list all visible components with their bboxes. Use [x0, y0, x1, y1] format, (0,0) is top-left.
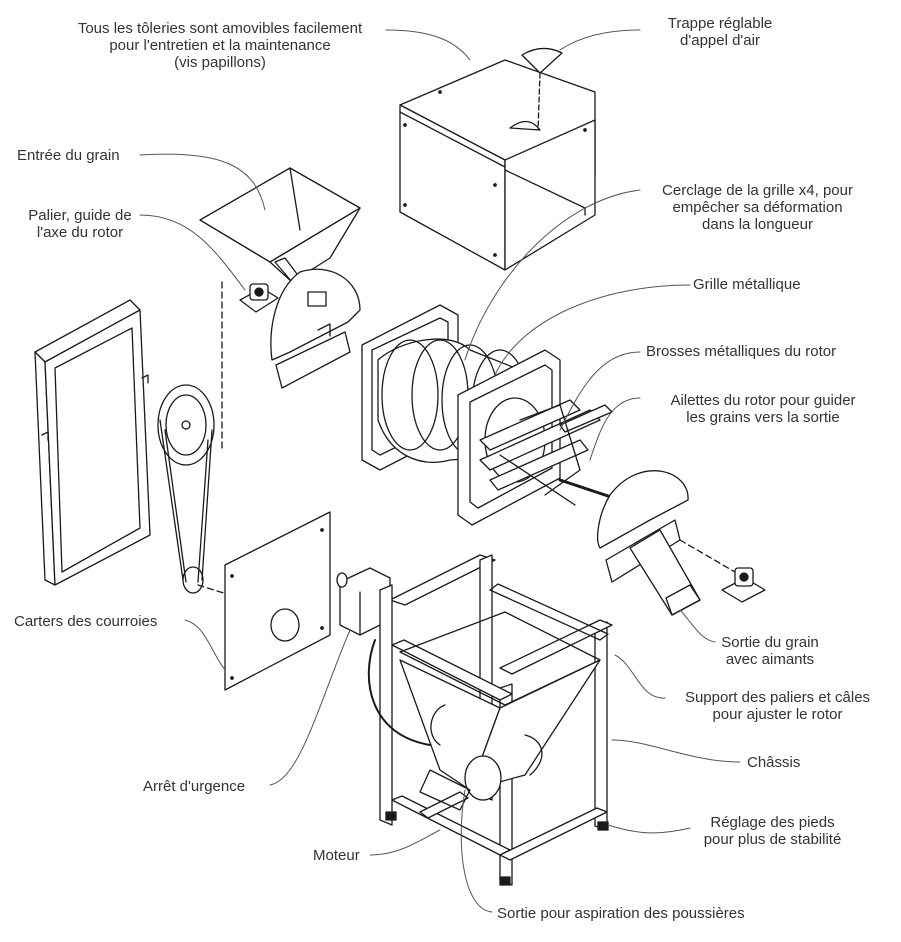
- label-entree: Entrée du grain: [17, 147, 120, 164]
- left-bearing: [239, 283, 279, 313]
- air-trap-opening: [509, 120, 541, 131]
- label-toleries: Tous les tôleries sont amovibles facilem…: [77, 20, 363, 71]
- label-sortie-grain: Sortie du grain avec aimants: [721, 634, 819, 668]
- label-chassis: Châssis: [747, 754, 801, 771]
- chassis-frame: [367, 554, 613, 886]
- front-cover-plate: [224, 511, 331, 691]
- label-support: Support des paliers et câles pour ajuste…: [684, 689, 871, 723]
- right-bearing: [721, 567, 766, 603]
- belt-carter: [34, 299, 151, 586]
- label-arret: Arrêt d'urgence: [143, 778, 246, 795]
- air-trap-flap: [521, 47, 563, 131]
- top-cover-box: [399, 59, 596, 271]
- label-cerclage: Cerclage de la grille x4, pour empêcher …: [662, 182, 853, 233]
- label-reglage: Réglage des pieds pour plus de stabilité: [703, 814, 842, 848]
- label-moteur: Moteur: [313, 847, 360, 864]
- label-palier: Palier, guide de l'axe du rotor: [28, 207, 132, 241]
- pulley-belt: [157, 384, 215, 594]
- label-aspiration: Sortie pour aspiration des poussières: [497, 905, 745, 922]
- label-brosses: Brosses métalliques du rotor: [646, 343, 837, 360]
- label-carters: Carters des courroies: [14, 613, 158, 630]
- grain-hopper: [199, 167, 361, 283]
- left-end-plate: [270, 268, 361, 389]
- label-trappe: Trappe réglable d'appel d'air: [667, 15, 773, 49]
- grain-outlet-chute: [629, 529, 701, 616]
- rotor: [479, 399, 622, 506]
- label-grille: Grille métallique: [693, 276, 801, 293]
- leader-lines: [139, 29, 741, 913]
- label-ailettes: Ailettes du rotor pour guider les grains…: [670, 392, 856, 426]
